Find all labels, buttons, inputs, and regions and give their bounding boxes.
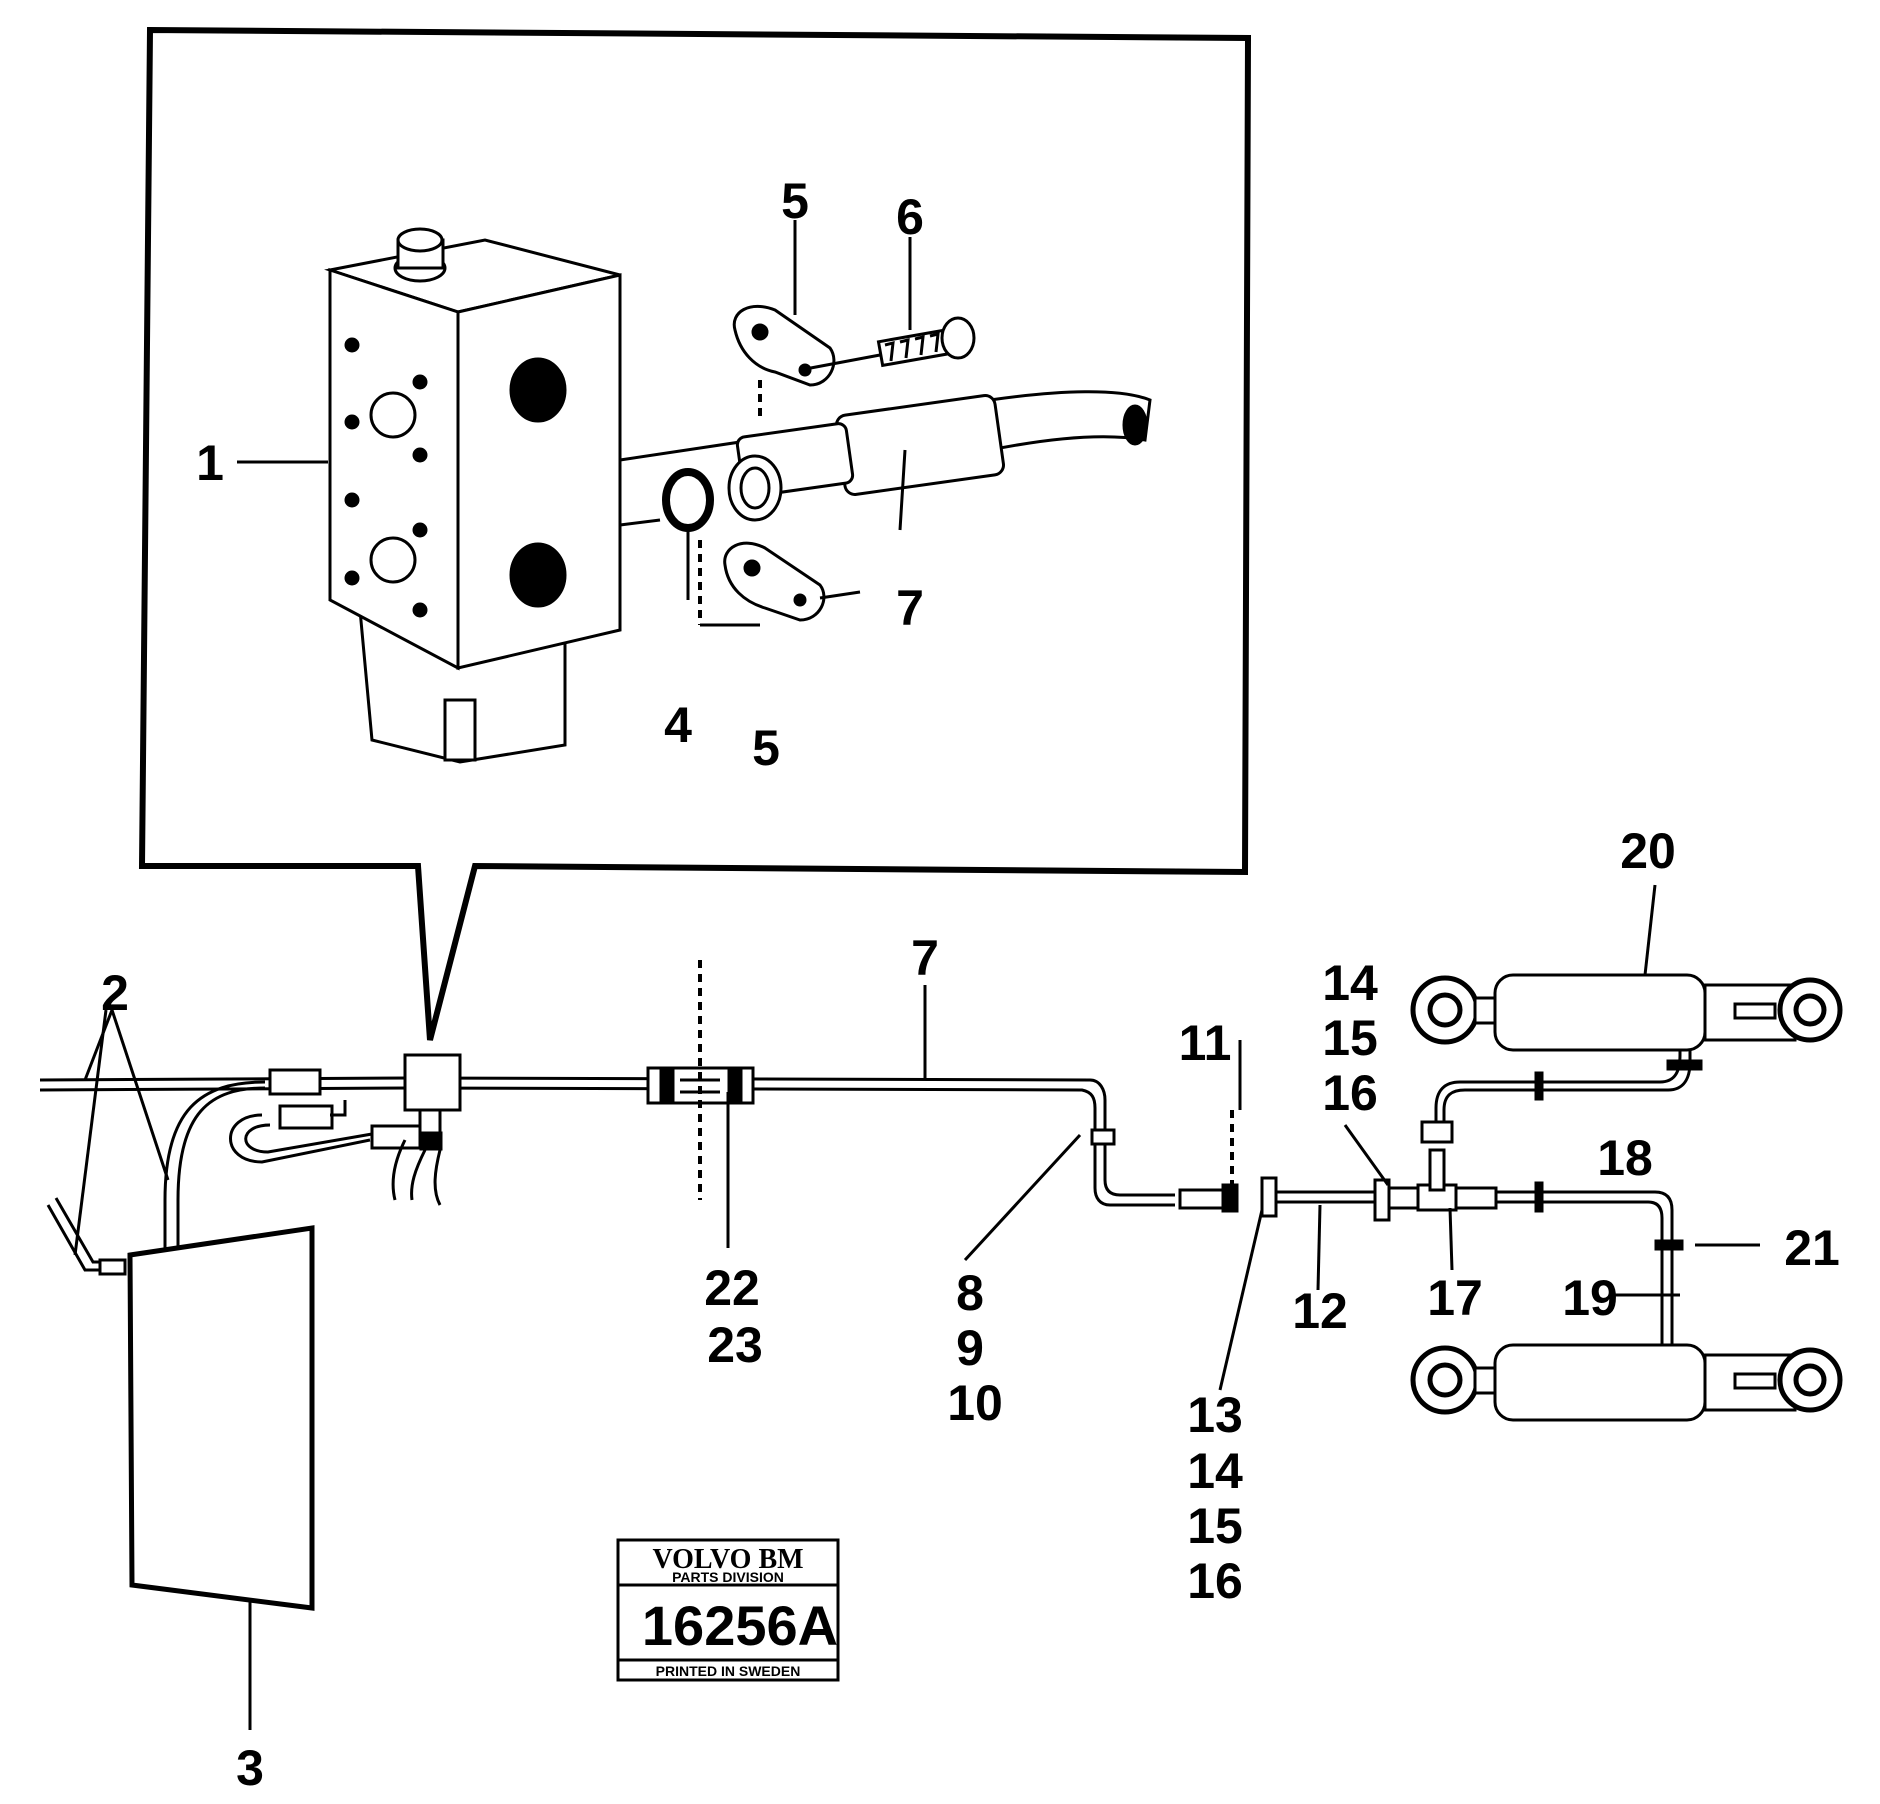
callout-17: 17 bbox=[1427, 1270, 1483, 1326]
stamp-brand: VOLVO BM bbox=[652, 1544, 803, 1575]
cylinder-upper bbox=[1410, 973, 1843, 1052]
hydraulic-tank bbox=[46, 1197, 315, 1730]
screw bbox=[799, 316, 976, 372]
callout-14-upper: 14 bbox=[1322, 955, 1378, 1011]
stamp-footer: PRINTED IN SWEDEN bbox=[656, 1663, 801, 1679]
callout-4: 4 bbox=[664, 697, 692, 753]
valve-block bbox=[324, 227, 901, 764]
callout-16-lower: 16 bbox=[1187, 1553, 1243, 1609]
callout-1: 1 bbox=[196, 435, 224, 491]
callout-3: 3 bbox=[236, 1740, 264, 1796]
callout-16-upper: 16 bbox=[1322, 1065, 1378, 1121]
callout-12: 12 bbox=[1292, 1283, 1348, 1339]
callout-5-bottom: 5 bbox=[752, 720, 780, 776]
leader-lines bbox=[73, 220, 1760, 1391]
o-ring bbox=[662, 468, 714, 600]
hose-assembly-detail bbox=[727, 390, 1152, 522]
cylinder-lower bbox=[1410, 1343, 1843, 1422]
callout-19: 19 bbox=[1562, 1270, 1618, 1326]
flange-half-top bbox=[732, 304, 836, 420]
callout-6: 6 bbox=[896, 189, 924, 245]
callout-7-detail: 7 bbox=[896, 580, 924, 636]
callout-10: 10 bbox=[947, 1375, 1003, 1431]
callout-21: 21 bbox=[1784, 1220, 1840, 1276]
callout-15-lower: 15 bbox=[1187, 1498, 1243, 1554]
callout-labels: 1 5 6 7 4 5 20 7 2 14 15 16 11 18 21 22 … bbox=[101, 173, 1840, 1796]
callout-23: 23 bbox=[707, 1317, 763, 1373]
parts-division-stamp: VOLVO BM PARTS DIVISION 16256A PRINTED I… bbox=[616, 1538, 840, 1682]
flange-half-bottom bbox=[698, 540, 826, 627]
callout-8: 8 bbox=[956, 1265, 984, 1321]
callout-14-lower: 14 bbox=[1187, 1443, 1243, 1499]
callout-20: 20 bbox=[1620, 823, 1676, 879]
callout-7-main: 7 bbox=[911, 930, 939, 986]
callout-2: 2 bbox=[101, 965, 129, 1021]
callout-18: 18 bbox=[1597, 1130, 1653, 1186]
detail-inset bbox=[138, 26, 1252, 1041]
stamp-division: PARTS DIVISION bbox=[672, 1569, 784, 1585]
callout-15-upper: 15 bbox=[1322, 1010, 1378, 1066]
callout-5-top: 5 bbox=[781, 173, 809, 229]
callout-11: 11 bbox=[1179, 1015, 1232, 1071]
stamp-number: 16256A bbox=[642, 1594, 838, 1657]
callout-22: 22 bbox=[704, 1260, 760, 1316]
callout-9: 9 bbox=[956, 1320, 984, 1376]
callout-13: 13 bbox=[1187, 1387, 1243, 1443]
